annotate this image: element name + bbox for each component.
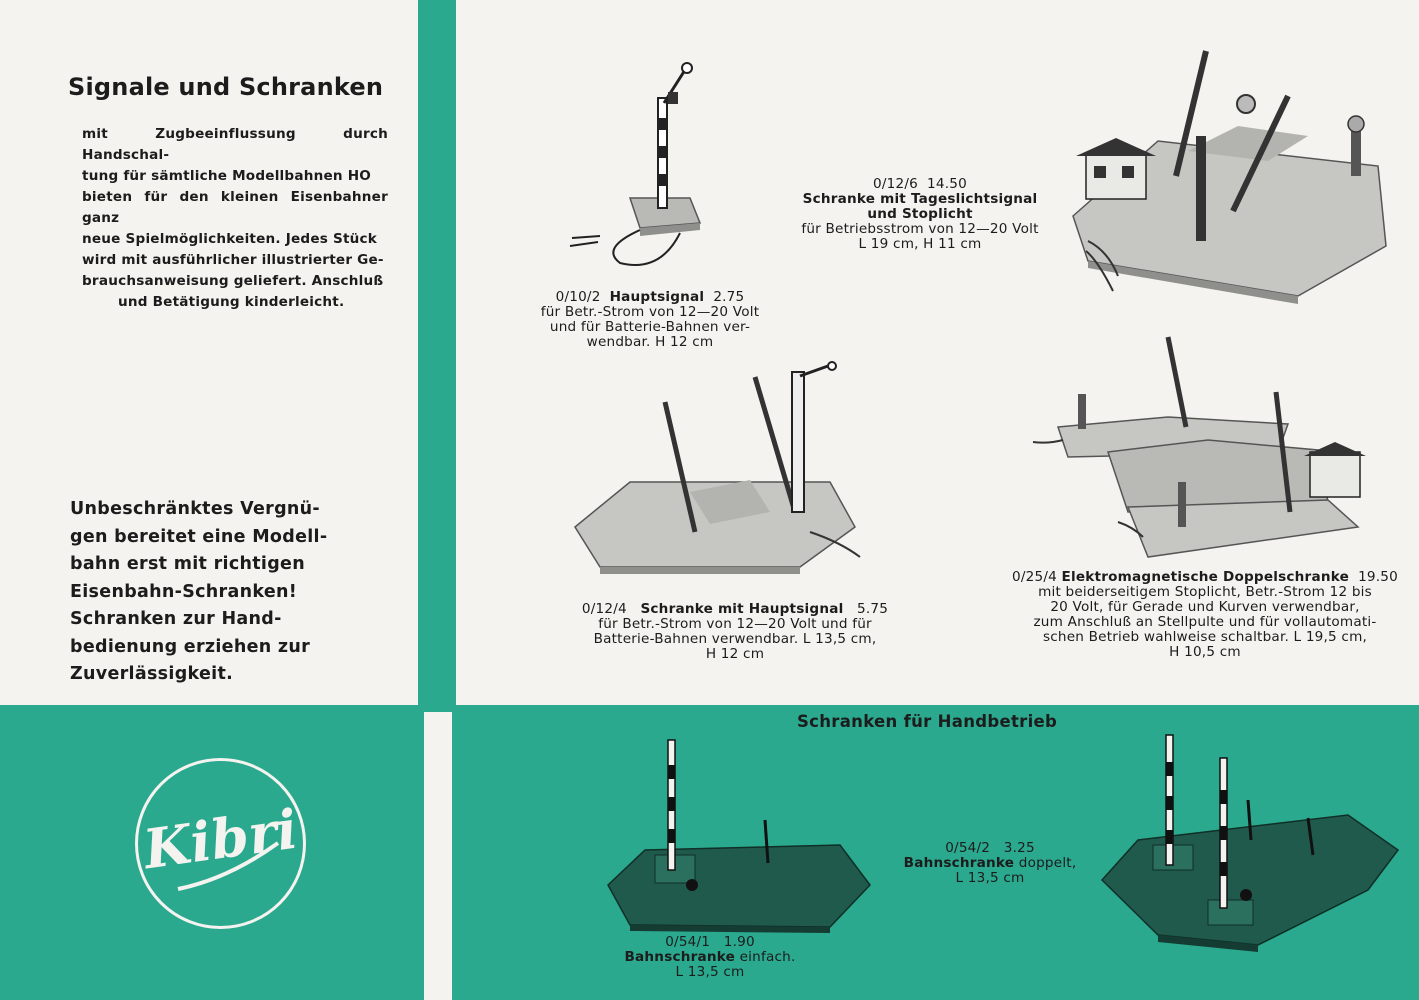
product-size: L 13,5 cm: [675, 964, 745, 980]
intro-line: brauchsanweisung geliefert. Anschluß: [82, 273, 384, 289]
product-suffix: einfach.: [739, 949, 796, 965]
product-number: 0/12/4: [581, 601, 627, 617]
product-number: 0/54/1: [665, 934, 711, 950]
product-name: Bahnschranke: [624, 949, 736, 965]
product-desc: 20 Volt, für Gerade und Kurven verwendba…: [1050, 599, 1360, 615]
product-desc: L 19 cm, H 11 cm: [858, 236, 982, 252]
intro-line: wird mit ausführlicher illustrierter Ge-: [82, 252, 384, 268]
product-name: Hauptsignal: [609, 289, 705, 305]
caption-0542: 0/54/2 3.25 Bahnschranke doppelt, L 13,5…: [880, 841, 1100, 886]
logo-swash-icon: [177, 841, 280, 891]
intro-line: und Betätigung kinderleicht.: [118, 294, 345, 310]
intro-line: mit Zugbeeinflussung durch Handschal-: [82, 126, 388, 163]
product-number: 0/25/4: [1012, 569, 1057, 585]
claim-line: Zuverlässigkeit.: [70, 664, 234, 684]
claim-line: gen bereitet eine Modell-: [70, 526, 328, 547]
product-price: 2.75: [713, 289, 745, 305]
hauptsignal-illustration: [569, 62, 702, 266]
schranke-tageslicht-illustration: [1072, 50, 1387, 304]
product-size: L 13,5 cm: [955, 870, 1025, 886]
caption-0126: 0/12/6 14.50 Schranke mit Tageslichtsign…: [770, 177, 1070, 252]
product-price: 3.25: [1003, 840, 1035, 856]
bahnschranke-doppelt-illustration: [1100, 734, 1400, 952]
product-name: Schranke mit Hauptsignal: [640, 601, 844, 617]
divider-strip: [424, 712, 452, 1000]
schranke-hauptsignal-illustration: [574, 361, 861, 574]
claim-text: Unbeschränktes Vergnü- gen bereitet eine…: [70, 496, 370, 689]
product-desc: für Betr.-Strom von 12—20 Volt und für: [598, 616, 872, 632]
doppelschranke-illustration: [1032, 336, 1366, 558]
product-desc: und für Batterie-Bahnen ver-: [549, 319, 751, 335]
caption-0102: 0/10/2 Hauptsignal 2.75 für Betr.-Strom …: [500, 290, 800, 350]
claim-line: bedienung erziehen zur: [70, 636, 311, 657]
product-price: 1.90: [723, 934, 755, 950]
claim-line: Unbeschränktes Vergnü-: [70, 499, 320, 519]
product-desc: H 10,5 cm: [1169, 644, 1241, 660]
product-price: 14.50: [927, 176, 967, 192]
section-title: Schranken für Handbetrieb: [797, 712, 1058, 731]
product-name: und Stoplicht: [867, 206, 973, 222]
product-number: 0/54/2: [945, 840, 991, 856]
intro-text: mit Zugbeeinflussung durch Handschal- tu…: [82, 124, 388, 313]
product-name: Elektromagnetische Doppelschranke: [1061, 569, 1350, 585]
caption-0254: 0/25/4 Elektromagnetische Doppelschranke…: [1000, 570, 1410, 660]
product-desc: für Betriebsstrom von 12—20 Volt: [801, 221, 1039, 237]
product-desc: Batterie-Bahnen verwendbar. L 13,5 cm,: [593, 631, 877, 647]
product-desc: mit beiderseitigem Stoplicht, Betr.-Stro…: [1038, 584, 1372, 600]
intro-line: tung für sämtliche Modellbahnen HO: [82, 168, 372, 184]
product-price: 19.50: [1358, 569, 1398, 585]
product-desc: H 12 cm: [705, 646, 765, 662]
claim-line: bahn erst mit richtigen: [70, 554, 305, 574]
caption-0124: 0/12/4 Schranke mit Hauptsignal 5.75 für…: [560, 602, 910, 662]
bahnschranke-einfach-illustration: [607, 739, 871, 933]
product-suffix: doppelt,: [1018, 855, 1077, 871]
claim-line: Eisenbahn-Schranken!: [70, 581, 298, 602]
product-name: Schranke mit Tageslichtsignal: [802, 191, 1038, 207]
page-title: Signale und Schranken: [68, 73, 384, 101]
product-price: 5.75: [857, 601, 889, 617]
product-name: Bahnschranke: [903, 855, 1015, 871]
product-desc: schen Betrieb wahlweise schaltbar. L 19,…: [1042, 629, 1368, 645]
catalog-panel: [456, 0, 1419, 705]
product-number: 0/12/6: [873, 176, 918, 192]
intro-line: bieten für den kleinen Eisenbahner ganz: [82, 189, 388, 226]
product-desc: für Betr.-Strom von 12—20 Volt: [540, 304, 760, 320]
left-panel: [0, 0, 418, 705]
caption-0541: 0/54/1 1.90 Bahnschranke einfach. L 13,5…: [600, 935, 820, 980]
intro-line: neue Spielmöglichkeiten. Jedes Stück: [82, 231, 378, 247]
product-number: 0/10/2: [555, 289, 601, 305]
claim-line: Schranken zur Hand-: [70, 609, 282, 629]
product-desc: wendbar. H 12 cm: [586, 334, 714, 350]
product-desc: zum Anschluß an Stellpulte und für volla…: [1033, 614, 1377, 630]
kibri-logo: Kibri: [135, 758, 306, 929]
